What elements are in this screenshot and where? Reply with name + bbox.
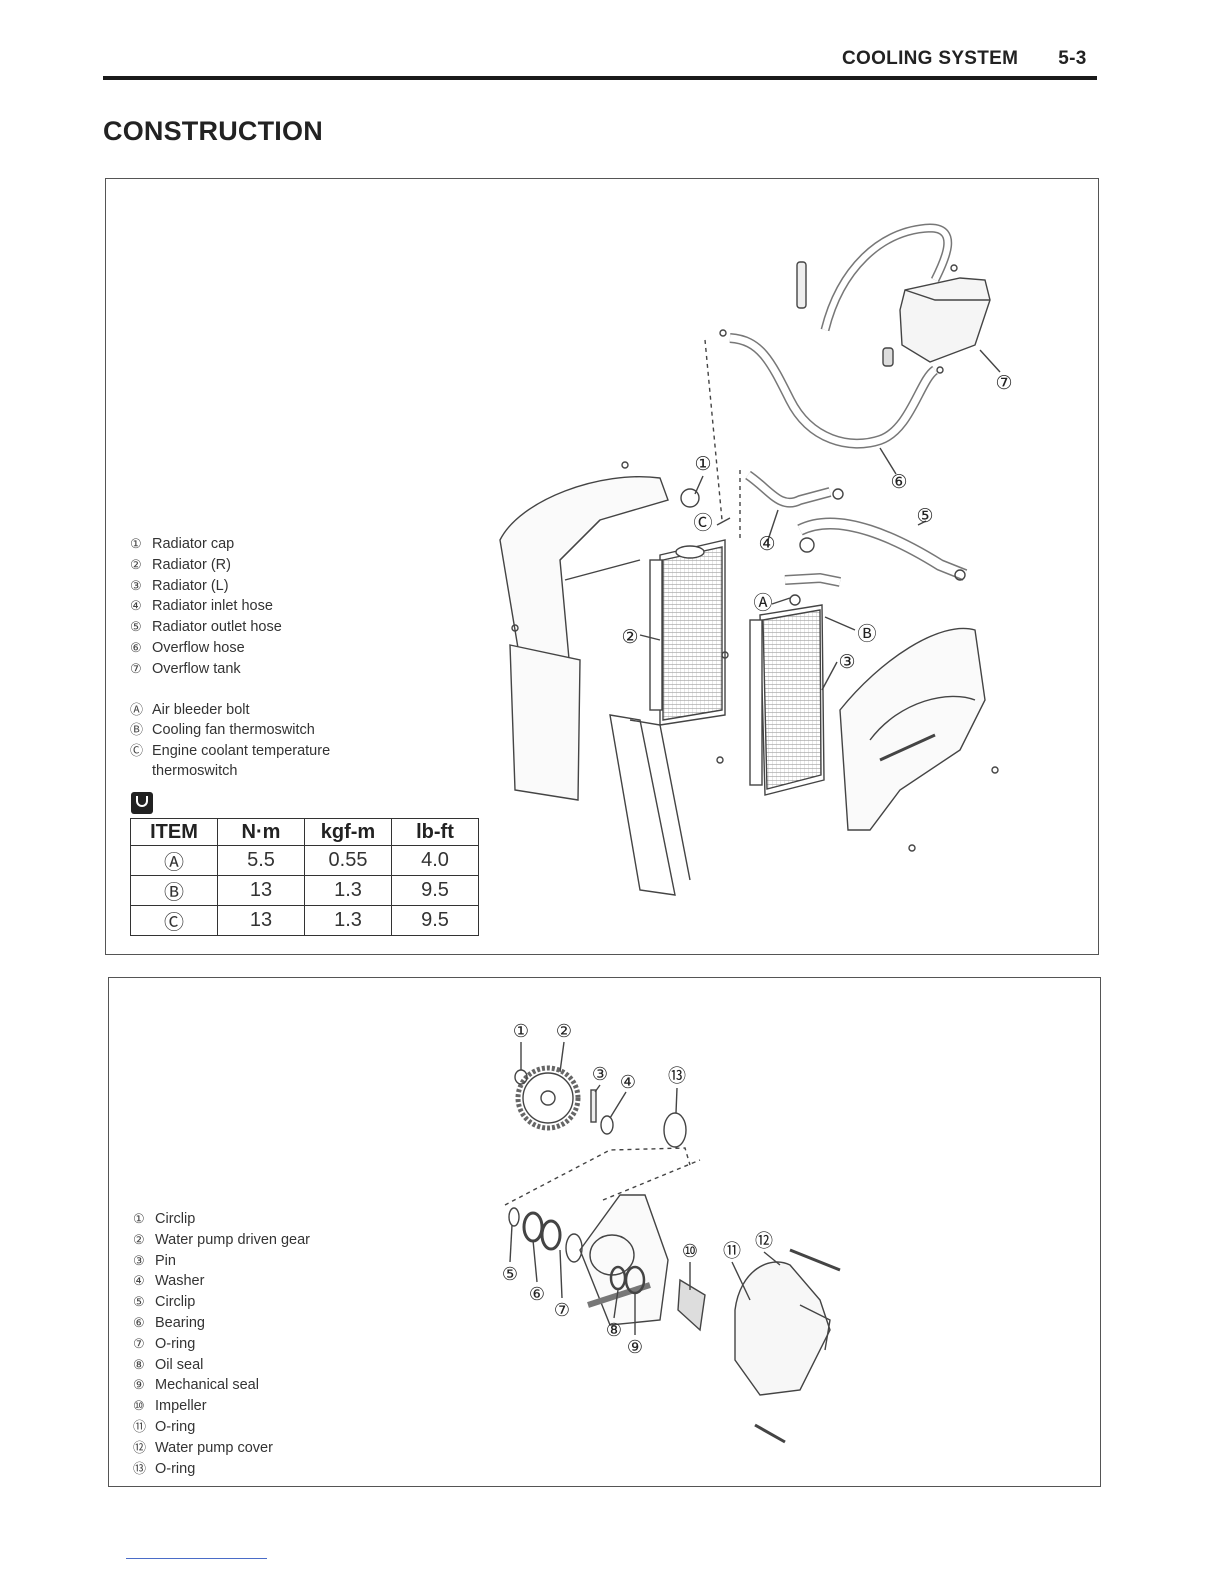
table-cell: 1.3 [304,905,392,936]
water-pump-construction-panel [108,977,1101,1487]
callout-6: ⑥ [529,1284,545,1305]
table-row: Ⓑ 13 1.3 9.5 [130,875,479,906]
callout-a: Ⓐ [753,592,772,614]
callout-c: Ⓒ [693,512,712,534]
table-cell: Ⓐ [130,845,218,876]
radiator-exploded-diagram: ① ② ③ ④ ⑤ ⑥ ⑦ Ⓐ Ⓑ Ⓒ [499,223,1013,896]
callout-1: ① [513,1021,529,1042]
torque-wrench-icon [131,792,153,814]
callout-b: Ⓑ [857,623,876,645]
running-header: COOLING SYSTEM 5-3 [842,48,1087,70]
footer-rule [126,1558,267,1559]
table-cell: Ⓑ [130,875,218,906]
callout-12: ⑫ [755,1231,773,1252]
table-header-row: ITEM N·m kgf-m lb-ft [130,818,479,846]
callout-11: ⑪ [723,1241,741,1262]
column-header: kgf-m [304,818,392,846]
callout-7: ⑦ [995,372,1012,394]
callout-3: ③ [838,651,855,673]
callout-7: ⑦ [554,1300,570,1321]
callout-8: ⑧ [606,1320,622,1341]
torque-table: ITEM N·m kgf-m lb-ft Ⓐ 5.5 0.55 4.0 Ⓑ 13… [130,818,479,936]
callout-6: ⑥ [890,471,907,493]
callout-10: ⑩ [682,1241,698,1262]
table-cell: 9.5 [391,905,479,936]
callout-2: ② [621,626,638,648]
column-header: lb-ft [391,818,479,846]
callout-4: ④ [620,1072,636,1093]
water-pump-exploded-diagram: ① ② ③ ④ ⑤ ⑥ ⑦ ⑧ ⑨ ⑩ ⑪ ⑫ ⑬ [502,1021,841,1444]
table-cell: 0.55 [304,845,392,876]
table-row: Ⓐ 5.5 0.55 4.0 [130,845,479,876]
column-header: ITEM [130,818,218,846]
table-cell: 1.3 [304,875,392,906]
callout-1: ① [694,453,711,475]
table-cell: 13 [217,905,305,936]
page-title: CONSTRUCTION [103,116,323,146]
callout-5: ⑤ [502,1264,518,1285]
callout-4: ④ [758,533,775,555]
page-number: 5-3 [1058,48,1087,69]
callout-5: ⑤ [916,505,933,527]
table-cell: 9.5 [391,875,479,906]
legend-item-continuation: thermoswitch [152,762,238,779]
radiator-construction-panel [105,178,1099,955]
column-header: N·m [217,818,305,846]
section-title: COOLING SYSTEM [842,48,1019,69]
callout-9: ⑨ [627,1337,643,1358]
table-cell: 13 [217,875,305,906]
table-cell: 4.0 [391,845,479,876]
table-cell: 5.5 [217,845,305,876]
callout-2: ② [556,1021,572,1042]
table-row: Ⓒ 13 1.3 9.5 [130,905,479,936]
callout-13: ⑬ [668,1066,686,1087]
table-cell: Ⓒ [130,905,218,936]
callout-3: ③ [592,1064,608,1085]
header-rule [103,76,1097,80]
